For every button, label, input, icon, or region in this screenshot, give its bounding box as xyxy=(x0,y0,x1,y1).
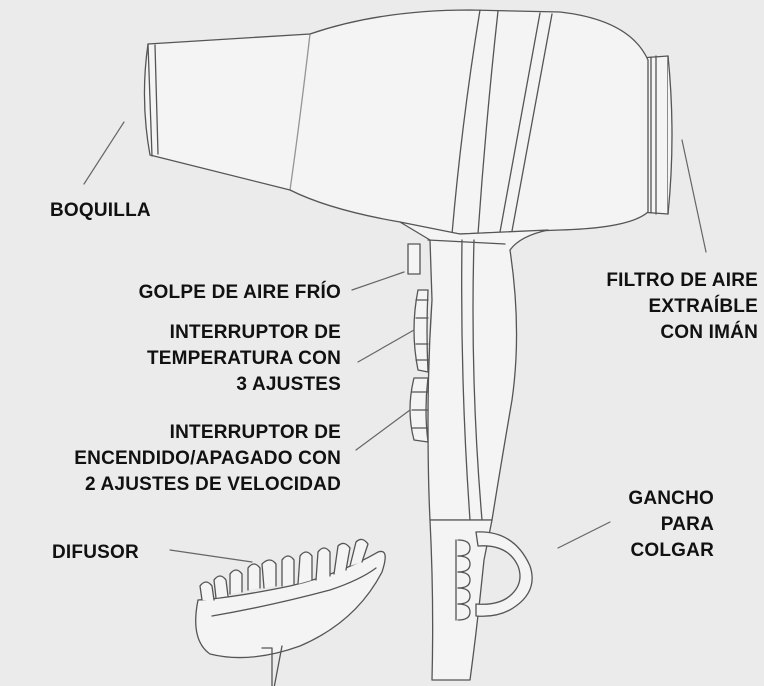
cool-shot-button xyxy=(407,243,421,275)
label-diffuser: DIFUSOR xyxy=(52,542,139,563)
leader-nozzle xyxy=(83,121,125,185)
leader-diffuser xyxy=(169,549,253,563)
leader-hook xyxy=(557,521,611,549)
dryer-handle xyxy=(399,221,549,681)
leader-lines xyxy=(83,121,707,563)
dryer-body xyxy=(143,9,649,235)
label-nozzle: BOQUILLA xyxy=(50,200,151,221)
label-hanging-hook: GANCHO PARA COLGAR xyxy=(628,488,714,561)
hanging-hook xyxy=(475,531,533,617)
leader-temperature xyxy=(357,329,415,363)
diffuser-illustration xyxy=(195,538,386,686)
leader-cool-shot xyxy=(351,271,405,291)
label-air-filter: FILTRO DE AIRE EXTRAÍBLE CON IMÁN xyxy=(606,270,758,343)
label-power-switch: INTERRUPTOR DE ENCENDIDO/APAGADO CON 2 A… xyxy=(74,422,341,495)
label-temperature-switch: INTERRUPTOR DE TEMPERATURA CON 3 AJUSTES xyxy=(146,322,341,395)
label-cool-shot: GOLPE DE AIRE FRÍO xyxy=(138,282,341,303)
leader-filter xyxy=(681,139,707,253)
leader-power xyxy=(355,409,411,451)
